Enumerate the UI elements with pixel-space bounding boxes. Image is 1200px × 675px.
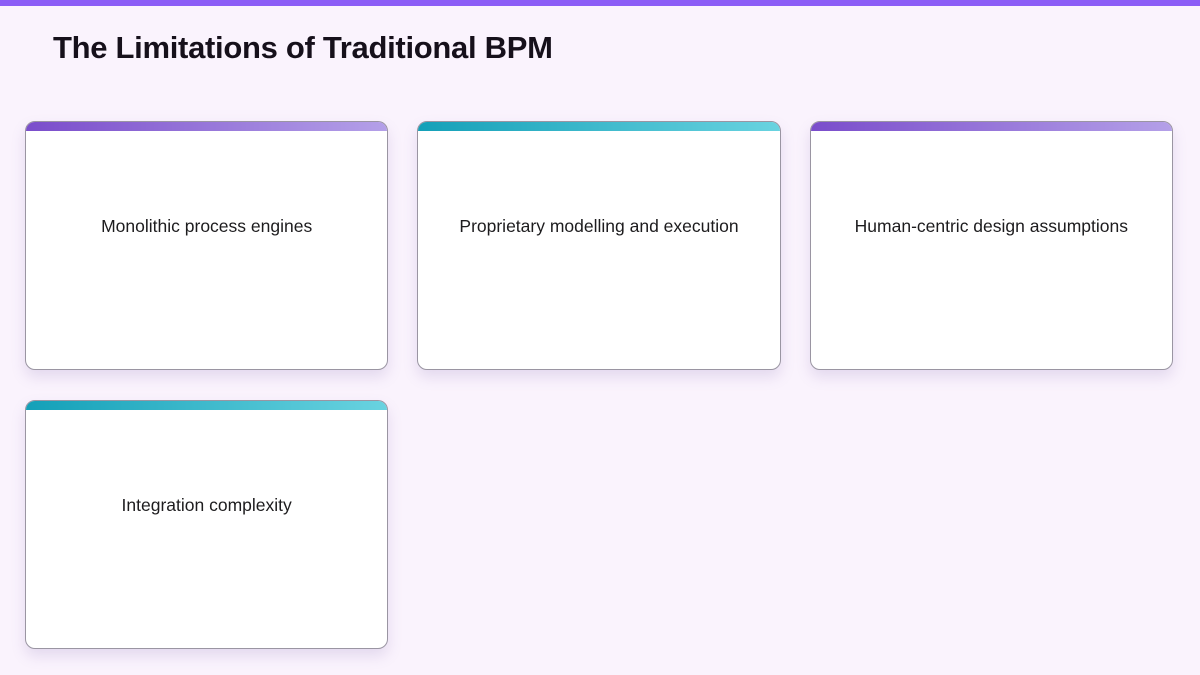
card-label: Integration complexity	[121, 494, 292, 515]
card-accent-bar	[810, 122, 1172, 131]
card-accent-bar	[26, 401, 388, 410]
cards-grid: Monolithic process engines Proprietary m…	[25, 121, 1173, 649]
card-label: Human-centric design assumptions	[854, 215, 1128, 236]
card-proprietary-modelling: Proprietary modelling and execution	[417, 121, 781, 370]
card-monolithic-process-engines: Monolithic process engines	[25, 121, 389, 370]
card-integration-complexity: Integration complexity	[25, 400, 389, 649]
page-title: The Limitations of Traditional BPM	[53, 30, 553, 65]
card-human-centric-design: Human-centric design assumptions	[809, 121, 1173, 370]
card-label: Monolithic process engines	[101, 215, 313, 236]
card-accent-bar	[26, 122, 388, 131]
card-label: Proprietary modelling and execution	[459, 215, 739, 236]
card-accent-bar	[418, 122, 780, 131]
page-top-accent-bar	[0, 0, 1200, 6]
